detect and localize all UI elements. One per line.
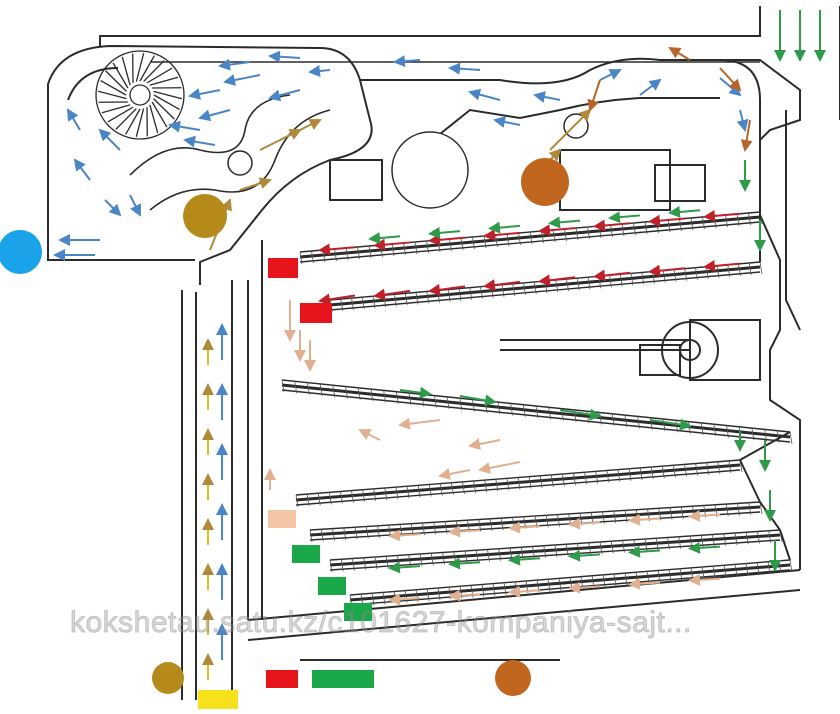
flow-arrow <box>670 210 700 213</box>
sieve-line <box>282 385 790 437</box>
fan-air-outlet-marker <box>0 230 42 274</box>
sieve-tick <box>760 262 762 274</box>
sieve-line <box>350 565 790 600</box>
flow-arrow <box>470 440 500 446</box>
deck-connector <box>740 460 760 502</box>
light-fraction-outlet-marker <box>183 194 227 238</box>
flow-arrow <box>595 223 630 226</box>
flow-arrow <box>68 110 80 130</box>
flow-arrow <box>480 462 520 470</box>
flow-arrow <box>320 247 355 250</box>
fan-blade <box>108 107 133 122</box>
flow-arrow <box>600 70 620 80</box>
sieve-line <box>296 465 740 500</box>
flow-arrow <box>430 231 460 234</box>
sieve-line <box>300 222 760 262</box>
flow-arrow <box>310 70 330 72</box>
intake-marker <box>198 690 238 709</box>
clean-grain-outlet-2 <box>318 577 346 595</box>
flow-arrow <box>550 221 580 224</box>
clean-grain-outlet-3 <box>344 603 372 621</box>
flow-arrow <box>670 48 690 60</box>
flow-arrow <box>430 238 465 241</box>
flow-arrow <box>570 554 600 556</box>
sediment-chamber-marker <box>521 158 569 206</box>
flow-arrow <box>240 180 270 190</box>
flow-arrow <box>450 594 480 596</box>
flow-arrow <box>280 120 320 140</box>
deck-connector <box>780 530 790 560</box>
sieve-line <box>310 507 760 535</box>
flow-arrow <box>390 566 420 568</box>
flow-arrow <box>170 125 200 130</box>
fan-blade <box>152 102 167 127</box>
flow-arrow <box>75 160 90 180</box>
flow-arrow <box>610 215 640 218</box>
flow-arrow <box>690 547 720 549</box>
flow-arrow <box>470 92 500 100</box>
sieve-line <box>330 272 760 310</box>
flow-arrow <box>485 233 520 236</box>
flow-arrow <box>630 518 660 520</box>
legend-clean-grain-swatch <box>312 670 374 688</box>
flow-arrow <box>745 120 750 150</box>
housing-outline <box>48 6 840 700</box>
flow-arrow <box>540 228 575 231</box>
legend-heavy-fraction-swatch <box>266 670 298 688</box>
flow-arrow <box>650 268 685 272</box>
flow-arrow <box>270 90 300 98</box>
flow-arrow <box>705 264 740 267</box>
flow-arrow <box>360 430 380 440</box>
flow-arrow <box>705 214 740 217</box>
flow-arrow <box>640 80 660 95</box>
sieve-line <box>296 470 740 505</box>
flow-arrow <box>450 562 480 564</box>
flow-arrow <box>510 590 540 592</box>
flow-arrow <box>590 80 600 110</box>
flow-arrow <box>190 90 220 96</box>
flow-arrow <box>595 273 630 277</box>
flow-arrow <box>570 522 600 524</box>
mid-fraction-outlet <box>268 510 296 528</box>
flow-arrow <box>510 558 540 560</box>
flow-arrow <box>440 470 470 476</box>
sieve-tick <box>790 432 792 444</box>
sieve-line <box>282 390 790 442</box>
clean-grain-outlet-1 <box>292 545 320 563</box>
sieve-line <box>330 535 780 565</box>
flow-arrow <box>270 56 300 58</box>
flow-arrow <box>370 236 400 239</box>
sieve-line <box>330 267 760 305</box>
flow-arrow <box>490 226 520 229</box>
legend-light-fraction-swatch <box>152 662 184 694</box>
heavy-fraction-outlet-lower <box>300 303 332 323</box>
flow-arrow <box>225 75 260 82</box>
flow-arrow <box>105 200 120 215</box>
fan-blade <box>113 63 128 88</box>
flow-arrow <box>450 68 480 70</box>
flow-arrow <box>740 110 745 130</box>
flow-arrows <box>55 10 820 680</box>
sieve-line <box>300 217 760 257</box>
flow-arrow <box>130 195 140 215</box>
heavy-fraction-outlet-upper <box>268 258 298 278</box>
flow-arrow <box>185 140 215 145</box>
flow-arrow <box>200 110 230 118</box>
flow-arrow <box>495 120 520 125</box>
flow-arrow <box>690 515 720 517</box>
flow-arrow <box>400 420 440 425</box>
flow-arrow <box>630 550 660 552</box>
fan-blade <box>147 68 172 83</box>
legend-sediment-swatch <box>495 660 531 696</box>
flow-arrow <box>535 95 560 100</box>
